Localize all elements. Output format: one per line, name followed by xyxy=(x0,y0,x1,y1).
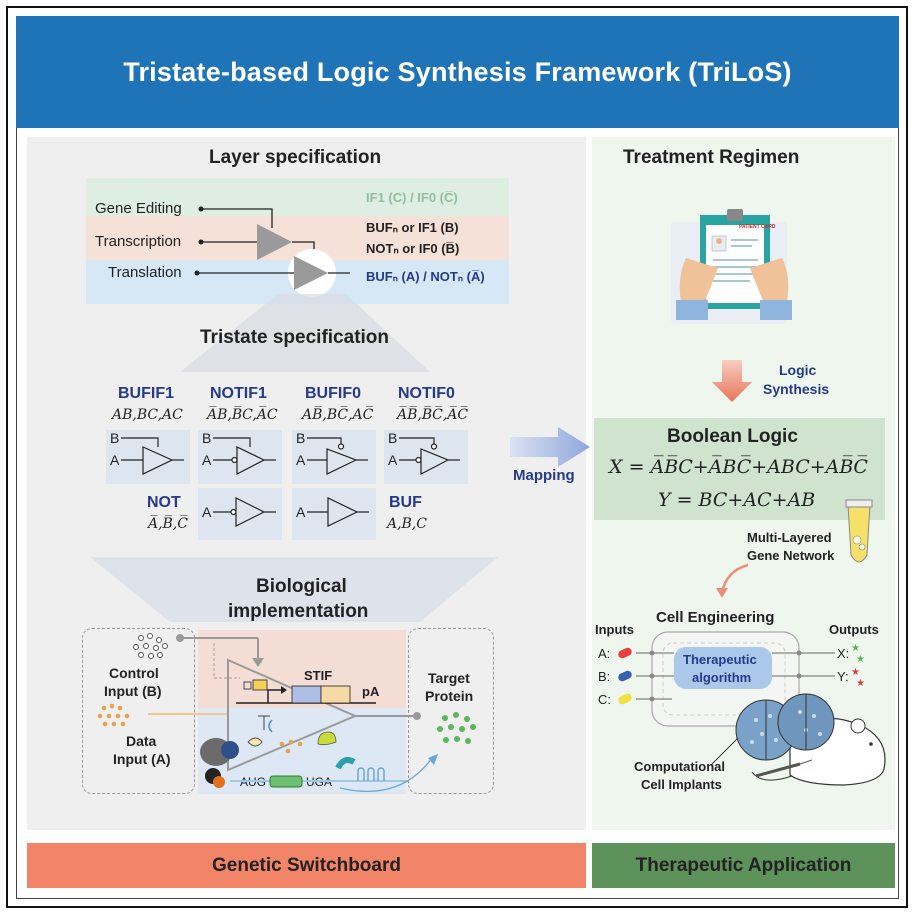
outputs-label: Outputs xyxy=(829,622,879,637)
control-input-label-1: Control xyxy=(109,665,159,681)
cell-engineering-title: Cell Engineering xyxy=(656,609,775,626)
band-gene-editing xyxy=(86,178,509,216)
svg-text:★: ★ xyxy=(851,643,860,654)
target-protein-label-1: Target xyxy=(428,670,470,686)
figure-title: Tristate-based Logic Synthesis Framework… xyxy=(123,56,792,87)
input-a-label-not: A xyxy=(202,504,212,520)
equation-y: Y = BC+AC+AB xyxy=(658,489,816,511)
transcription-gates-1: BUFₙ or IF1 (B) xyxy=(366,220,459,235)
treatment-title: Treatment Regimen xyxy=(623,147,800,168)
footer-right-label: Therapeutic Application xyxy=(635,854,852,876)
input-a-label-2: A xyxy=(202,452,212,468)
algorithm-label-1: Therapeutic xyxy=(683,652,757,667)
algorithm-label-2: algorithm xyxy=(692,670,752,685)
gate-expr-notif1: A̅B,B̅C,A̅C xyxy=(207,407,278,423)
input-b-label-2: B xyxy=(202,430,212,446)
row-label-gene-editing: Gene Editing xyxy=(95,200,182,217)
svg-text:★: ★ xyxy=(851,667,860,678)
output-x-label: X: xyxy=(837,646,850,661)
gene-editing-gates: IF1 (C) / IF0 (C̅) xyxy=(366,190,458,205)
tristate-spec-title: Tristate specification xyxy=(200,327,390,348)
data-input-label-1: Data xyxy=(126,733,157,749)
translation-gates: BUFₙ (A) / NOTₙ (A̅) xyxy=(366,269,485,284)
input-a-label-4: A xyxy=(388,452,398,468)
multi-layer-label-2: Gene Network xyxy=(747,548,835,563)
logic-synthesis-label-1: Logic xyxy=(779,362,817,378)
row-label-translation: Translation xyxy=(108,264,182,281)
gate-name-notif0: NOTIF0 xyxy=(398,385,455,402)
inputs-label: Inputs xyxy=(595,622,634,637)
pa-label: pA xyxy=(362,684,380,699)
bio-title-2: implementation xyxy=(228,601,369,622)
implants-label-2: Cell Implants xyxy=(641,777,722,792)
layer-spec-title: Layer specification xyxy=(209,147,382,168)
bio-title-1: Biological xyxy=(256,576,347,597)
implants-label-1: Computational xyxy=(634,759,725,774)
gate-expr-buf: A,B,C xyxy=(387,516,428,532)
input-b-label-4: B xyxy=(388,430,398,446)
input-a-label-buf: A xyxy=(296,504,306,520)
input-a-label-3: A xyxy=(296,452,306,468)
gate-name-not: NOT xyxy=(147,494,181,511)
footer-genetic-switchboard: Genetic Switchboard xyxy=(27,843,586,888)
row-label-transcription: Transcription xyxy=(95,233,182,250)
gate-expr-not: A̅,B̅,C̅ xyxy=(148,516,189,532)
boolean-logic-box xyxy=(594,418,885,520)
gate-name-notif1: NOTIF1 xyxy=(210,385,267,402)
stif-label: STIF xyxy=(304,668,333,683)
logic-synthesis-label-2: Synthesis xyxy=(763,381,830,397)
input-a-pill-label: A: xyxy=(598,646,611,661)
input-box xyxy=(82,628,195,794)
input-b-label-3: B xyxy=(296,430,306,446)
equation-x: X = A̅B̅C+A̅BC̅+ABC+AB̅C̅ xyxy=(609,456,868,478)
output-y-label: Y: xyxy=(837,669,849,684)
header-banner: Tristate-based Logic Synthesis Framework… xyxy=(16,16,899,128)
input-c-pill-label: C: xyxy=(598,692,611,707)
input-b-pill-label: B: xyxy=(598,669,611,684)
gate-expr-notif0: A̅B̅,B̅C̅,A̅C̅ xyxy=(397,407,469,423)
input-b-label-1: B xyxy=(110,430,120,446)
mapping-label: Mapping xyxy=(513,467,575,484)
multi-layer-label-1: Multi-Layered xyxy=(747,530,832,545)
input-a-label-1: A xyxy=(110,452,120,468)
control-input-label-2: Input (B) xyxy=(104,683,162,699)
svg-text:★: ★ xyxy=(856,678,865,689)
target-protein-label-2: Protein xyxy=(425,688,474,704)
gate-name-bufif1: BUFIF1 xyxy=(118,385,174,402)
gate-name-bufif0: BUFIF0 xyxy=(305,385,361,402)
gate-expr-bufif0: AB̅,BC̅,AC̅ xyxy=(302,407,374,423)
footer-left-label: Genetic Switchboard xyxy=(212,854,401,876)
boolean-logic-title: Boolean Logic xyxy=(667,426,798,447)
gate-expr-bufif1: AB,BC,AC xyxy=(112,407,183,423)
band-transcription xyxy=(86,216,509,260)
patient-card-label: PATIENT CARD xyxy=(739,224,776,230)
gate-name-buf: BUF xyxy=(389,494,422,511)
footer-therapeutic-application: Therapeutic Application xyxy=(592,843,895,888)
data-input-label-2: Input (A) xyxy=(113,751,171,767)
svg-text:★: ★ xyxy=(856,654,865,665)
output-box xyxy=(408,628,494,794)
transcription-gates-2: NOTₙ or IF0 (B̅) xyxy=(366,241,460,256)
